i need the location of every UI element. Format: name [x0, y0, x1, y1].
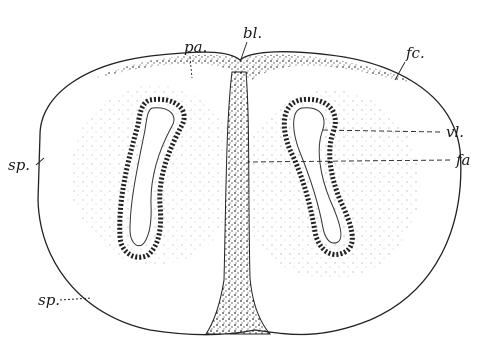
label-fa: fa — [455, 151, 471, 169]
label-sp-bottom: sp. — [38, 291, 60, 309]
label-bl: bl. — [243, 24, 262, 42]
label-fc: fc. — [405, 44, 425, 62]
label-sp-left: sp. — [8, 156, 30, 174]
label-pa: pa. — [184, 38, 207, 56]
label-vl: vl. — [446, 123, 464, 141]
